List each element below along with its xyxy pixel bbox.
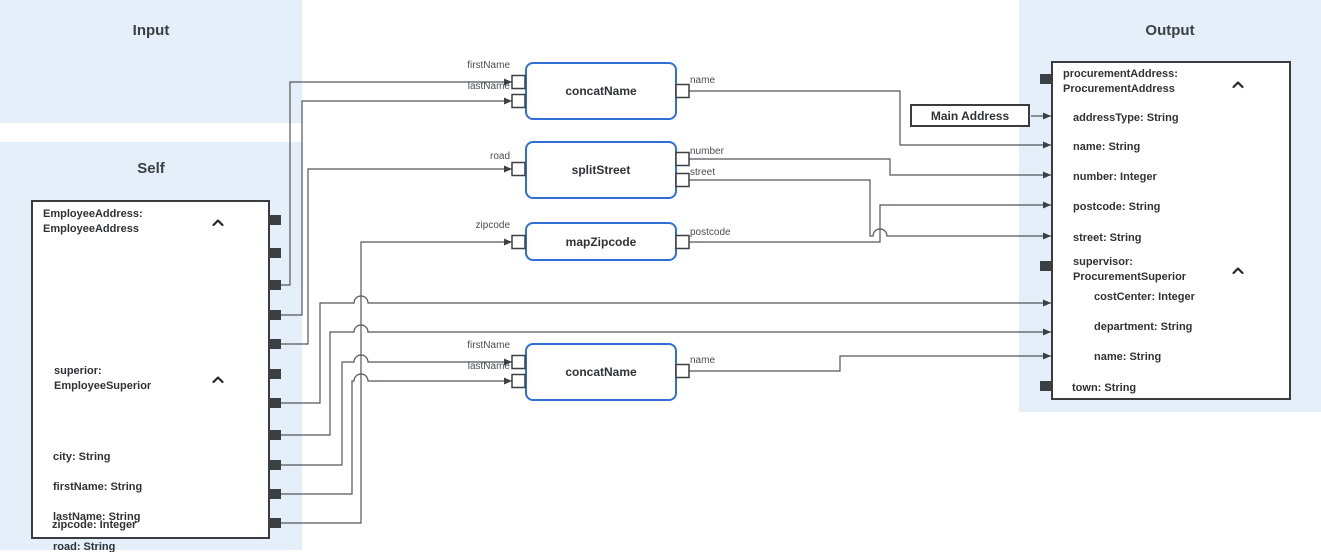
connection-lastname-to-concatname-top[interactable] (280, 97, 512, 316)
output-title-line2: ProcurementAddress (1063, 83, 1175, 95)
field-label: town: String (1072, 382, 1137, 394)
splitstreet-output-port-number[interactable] (675, 151, 690, 167)
source-title-line1: EmployeeAddress: (43, 208, 143, 220)
connection-superior-lastname-to-concatname-bottom[interactable] (280, 373, 512, 495)
output-field-street[interactable]: street: String (1073, 231, 1141, 245)
group-label-line2: ProcurementSuperior (1073, 271, 1187, 283)
connection-mapzipcode-postcode-to-output-postcode[interactable] (689, 201, 1051, 243)
collapse-chevron-icon[interactable] (211, 215, 225, 227)
source-field-city[interactable]: city: String (53, 450, 110, 464)
transform-label: concatName (565, 84, 637, 98)
field-label: road: String (53, 541, 116, 552)
source-group-superior[interactable]: superior: EmployeeSuperior (54, 364, 151, 394)
field-label: department: String (1094, 321, 1193, 333)
collapse-chevron-icon[interactable] (1231, 77, 1245, 89)
self-column-header: Self (137, 160, 165, 177)
output-field-number[interactable]: number: Integer (1073, 170, 1157, 184)
source-panel-title: EmployeeAddress: EmployeeAddress (43, 207, 143, 237)
splitstreet-output-port-street[interactable] (675, 172, 690, 188)
output-field-supervisor-name[interactable]: name: String (1094, 350, 1161, 364)
port-label-out-number: number (690, 146, 724, 157)
transform-label: splitStreet (571, 163, 631, 177)
output-panel-title: procurementAddress: ProcurementAddress (1063, 67, 1178, 97)
transform-concatname-top[interactable]: concatName (525, 62, 677, 120)
field-label: lastName: String (53, 511, 141, 523)
output-field-town[interactable]: town: String (1072, 381, 1136, 395)
transform-mapzipcode[interactable]: mapZipcode (525, 222, 677, 261)
collapse-chevron-icon[interactable] (211, 372, 225, 384)
source-field-lastname[interactable]: lastName: String (53, 510, 140, 524)
group-label-line1: superior: (54, 365, 102, 377)
field-label: zipcode: Integer (52, 519, 137, 531)
output-field-department[interactable]: department: String (1094, 320, 1192, 334)
source-field-road[interactable]: road: String (53, 540, 115, 552)
port-label-out-name: name (690, 355, 716, 366)
source-panel-employee-address[interactable]: EmployeeAddress: EmployeeAddress city: St… (31, 200, 270, 552)
transform-label: mapZipcode (565, 234, 637, 249)
port-label-in-lastname: lastName (467, 361, 510, 372)
mapzipcode-input-port-zipcode[interactable] (511, 234, 526, 250)
group-label-line2: EmployeeSuperior (54, 380, 152, 392)
field-label: postcode: String (1073, 201, 1161, 213)
connection-concatname-bottom-name-to-output-supervisor-name[interactable] (689, 352, 1051, 372)
field-label: name: String (1094, 351, 1162, 363)
port-label-in-lastname: lastName (467, 81, 510, 92)
concatname-top-output-port-name[interactable] (675, 83, 690, 99)
output-column-header: Output (1145, 22, 1195, 39)
connection-splitstreet-number-to-output-number[interactable] (689, 158, 1051, 179)
port-label-in-road: road (489, 151, 510, 162)
connection-firstname-to-concatname-top[interactable] (280, 78, 512, 286)
connection-zipcode-to-mapzipcode[interactable] (280, 238, 512, 524)
connection-splitstreet-street-to-output-street[interactable] (689, 179, 1051, 240)
concatname-top-input-port-lastname[interactable] (511, 93, 526, 109)
port-label-out-street: street (690, 167, 716, 178)
transform-label: concatName (565, 365, 637, 379)
output-field-name[interactable]: name: String (1073, 140, 1140, 154)
transform-splitstreet[interactable]: splitStreet (525, 141, 677, 199)
group-label-line1: supervisor: (1073, 256, 1133, 268)
field-label: firstName: String (53, 481, 143, 493)
output-field-postcode[interactable]: postcode: String (1073, 200, 1160, 214)
constant-main-address[interactable]: Main Address (910, 104, 1030, 127)
field-label: city: String (53, 451, 111, 463)
output-field-addresstype[interactable]: addressType: String (1073, 111, 1179, 125)
output-title-line1: procurementAddress: (1063, 68, 1178, 80)
field-label: street: String (1073, 232, 1142, 244)
output-field-costcenter[interactable]: costCenter: Integer (1094, 290, 1195, 304)
field-label: costCenter: Integer (1094, 291, 1195, 303)
constant-label: Main Address (930, 108, 1010, 123)
splitstreet-input-port-road[interactable] (511, 161, 526, 177)
port-label-in-firstname: firstName (467, 60, 510, 71)
concatname-bottom-input-port-lastname[interactable] (511, 373, 526, 389)
concatname-bottom-input-port-firstname[interactable] (511, 354, 526, 370)
field-label: name: String (1073, 141, 1141, 153)
mapzipcode-output-port-postcode[interactable] (675, 234, 690, 250)
transform-concatname-bottom[interactable]: concatName (525, 343, 677, 401)
source-title-line2: EmployeeAddress (43, 223, 139, 235)
output-panel-procurement-address[interactable]: procurementAddress: ProcurementAddress ad… (1051, 61, 1291, 400)
port-label-in-firstname: firstName (467, 340, 510, 351)
collapse-chevron-icon[interactable] (1231, 263, 1245, 275)
field-label: number: Integer (1073, 171, 1157, 183)
source-field-zipcode[interactable]: zipcode: Integer (52, 518, 136, 532)
input-column-background (0, 0, 302, 123)
field-label: addressType: String (1073, 112, 1179, 124)
concatname-bottom-output-port-name[interactable] (675, 363, 690, 379)
port-label-out-postcode: postcode (690, 227, 731, 238)
connection-road-to-splitstreet[interactable] (280, 165, 512, 345)
port-label-out-name: name (690, 75, 716, 86)
port-label-in-zipcode: zipcode (475, 220, 510, 231)
concatname-top-input-port-firstname[interactable] (511, 74, 526, 90)
output-group-supervisor[interactable]: supervisor: ProcurementSuperior (1073, 255, 1186, 285)
input-column-header: Input (132, 22, 170, 39)
source-field-firstname[interactable]: firstName: String (53, 480, 142, 494)
